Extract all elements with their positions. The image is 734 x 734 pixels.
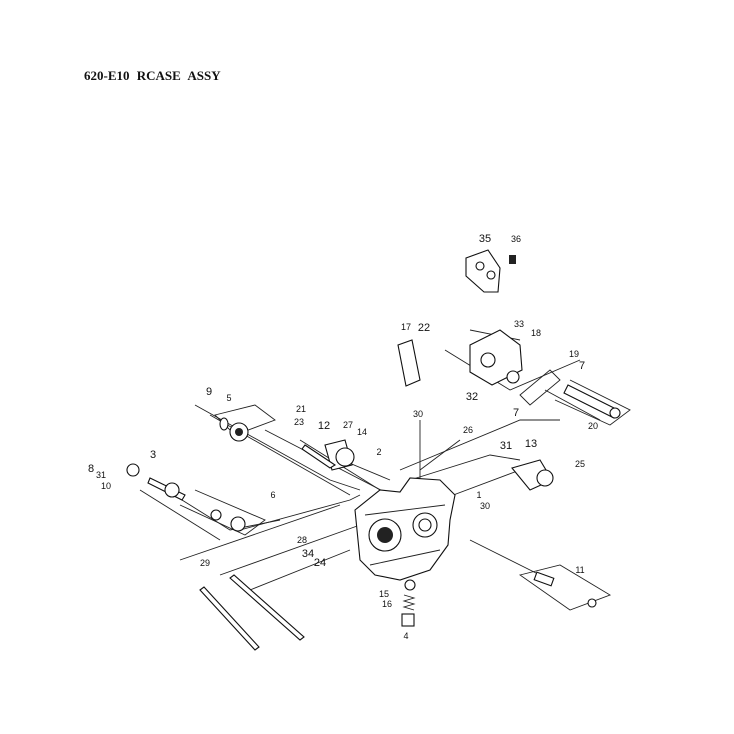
callout-25: 25 xyxy=(575,459,585,469)
callout-21: 21 xyxy=(296,404,306,414)
callout-34: 34 xyxy=(302,548,314,560)
callout-14: 14 xyxy=(357,427,367,437)
callout-29: 29 xyxy=(200,558,210,568)
bolt-36 xyxy=(509,255,516,264)
diagram-title: 620-E10 RCASE ASSY xyxy=(84,68,221,83)
callout-16: 16 xyxy=(382,599,392,609)
bracket-35 xyxy=(465,249,501,293)
callout-32: 32 xyxy=(466,391,478,403)
callout-15: 15 xyxy=(379,589,389,599)
callout-7a: 7 xyxy=(579,360,585,372)
callout-2: 2 xyxy=(376,447,381,457)
callout-31a: 31 xyxy=(500,440,512,452)
studs-29 xyxy=(199,574,305,651)
callout-23: 23 xyxy=(294,417,304,427)
callout-11: 11 xyxy=(575,565,584,575)
callout-33: 33 xyxy=(514,319,524,329)
gasket-19 xyxy=(519,369,561,406)
callout-26: 26 xyxy=(463,425,473,435)
callout-7b: 7 xyxy=(513,407,519,419)
starter-motor-25 xyxy=(511,459,554,491)
callout-8: 8 xyxy=(88,463,94,475)
callout-27: 27 xyxy=(343,420,353,430)
callout-4: 4 xyxy=(403,631,408,641)
callout-9: 9 xyxy=(206,386,212,398)
callout-20: 20 xyxy=(588,421,598,431)
callout-12: 12 xyxy=(318,420,330,432)
callout-30a: 30 xyxy=(413,409,423,419)
callout-13: 13 xyxy=(525,438,537,450)
shaft-assembly-3 xyxy=(126,463,246,532)
callout-28: 28 xyxy=(297,535,307,545)
callout-5: 5 xyxy=(226,393,231,403)
rod-27 xyxy=(301,444,337,469)
callout-17: 17 xyxy=(401,322,411,332)
part-17 xyxy=(397,339,421,387)
callout-3: 3 xyxy=(150,449,156,461)
assembly-11 xyxy=(533,571,597,608)
cover-18 xyxy=(469,329,523,386)
callout-22: 22 xyxy=(418,322,430,334)
callout-18: 18 xyxy=(531,328,541,338)
callout-6: 6 xyxy=(270,490,275,500)
callout-30b: 30 xyxy=(480,501,490,511)
callout-24: 24 xyxy=(314,557,326,569)
callout-labels: 35 36 17 22 33 18 19 7 32 7 20 9 5 21 23… xyxy=(88,233,598,641)
shaft-20 xyxy=(563,384,621,419)
crankcase-1 xyxy=(354,477,456,581)
callout-1: 1 xyxy=(476,490,481,500)
spring-16 xyxy=(401,579,416,627)
callout-36: 36 xyxy=(511,234,521,244)
callout-31b: 31 xyxy=(96,470,106,480)
callout-35: 35 xyxy=(479,233,491,245)
gear-21 xyxy=(219,417,249,442)
callout-10: 10 xyxy=(101,481,111,491)
callout-19: 19 xyxy=(569,349,579,359)
